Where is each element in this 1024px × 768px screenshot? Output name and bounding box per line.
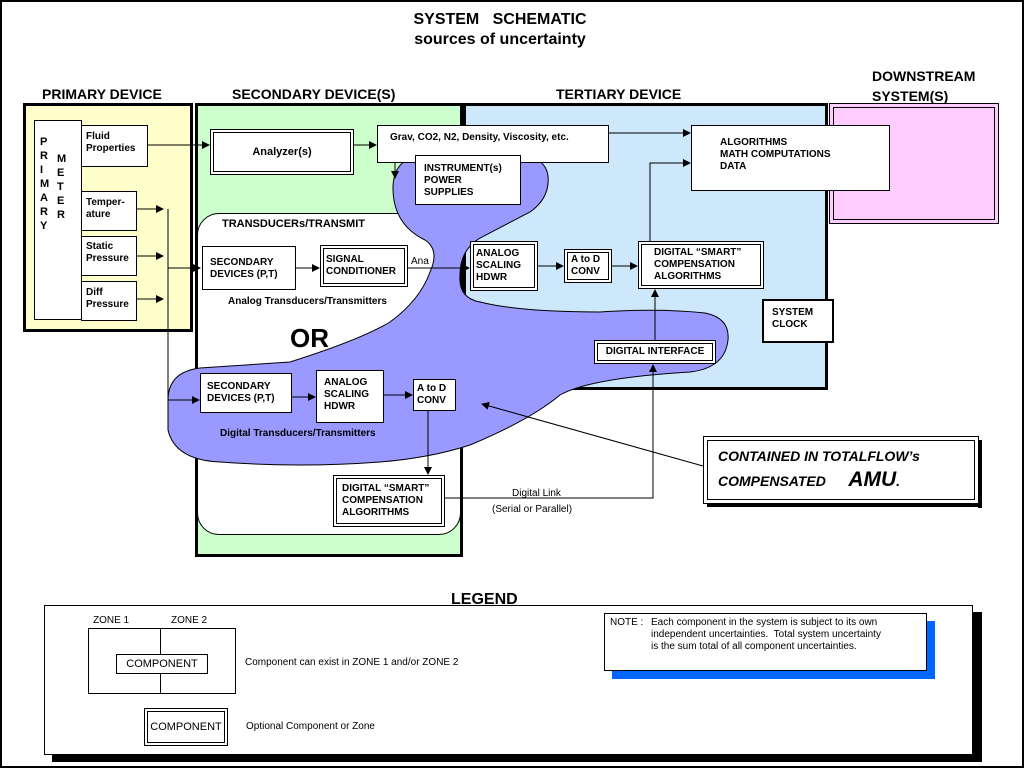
legend-shadow-right (972, 612, 982, 762)
temperature-box[interactable]: Temper- ature (81, 191, 137, 231)
legend-zone1-label: ZONE 1 (93, 615, 130, 626)
analog-scaling-tertiary[interactable]: ANALOG SCALING HDWR (470, 241, 538, 291)
or-label: OR (290, 323, 329, 353)
smart-compensation-secondary-label: DIGITAL “SMART” COMPENSATION ALGORITHMS (336, 478, 442, 524)
totalflow-line1: CONTAINED IN TOTALFLOW’s (718, 448, 920, 464)
legend-component-desc: Component can exist in ZONE 1 and/or ZON… (245, 657, 459, 668)
diff-pressure-box[interactable]: Diff Pressure (81, 281, 137, 321)
secondary-devices-digital[interactable]: SECONDARY DEVICES (P,T) (200, 373, 292, 413)
system-clock-label: SYSTEM CLOCK (772, 307, 814, 330)
analog-scaling-tertiary-label: ANALOG SCALING HDWR (473, 244, 535, 288)
static-pressure-box[interactable]: Static Pressure (81, 236, 137, 276)
instrument-power-box[interactable]: INSTRUMENT(s) POWER SUPPLIES (415, 155, 521, 205)
a-to-d-tertiary[interactable]: A to D CONV (564, 249, 612, 283)
legend-zone2-label: ZONE 2 (171, 615, 208, 626)
totalflow-period: . (896, 473, 901, 489)
smart-compensation-secondary[interactable]: DIGITAL “SMART” COMPENSATION ALGORITHMS (333, 475, 445, 527)
primary-meter-col2: M E T E R (57, 153, 67, 221)
digital-link-label: Digital Link (512, 488, 561, 499)
title-line1: SYSTEM SCHEMATIC (413, 11, 587, 28)
transducers-title: TRANSDUCERs/TRANSMIT (222, 218, 365, 230)
signal-conditioner-box[interactable]: SIGNAL CONDITIONER (320, 245, 408, 287)
totalflow-line2a: COMPENSATED (718, 473, 826, 489)
note-box: NOTE : Each component in the system is s… (604, 613, 927, 671)
smart-compensation-tertiary-label: DIGITAL “SMART” COMPENSATION ALGORITHMS (641, 244, 761, 286)
fluid-properties-box[interactable]: Fluid Properties (81, 125, 148, 167)
totalflow-shadow-bottom (707, 503, 982, 507)
title-line2: sources of uncertainty (414, 31, 586, 48)
digital-caption: Digital Transducers/Transmitters (220, 428, 376, 439)
a-to-d-digital[interactable]: A to D CONV (413, 379, 456, 411)
digital-interface-label: DIGITAL INTERFACE (597, 343, 713, 361)
analog-caption: Analog Transducers/Transmitters (228, 296, 387, 307)
digital-interface-box[interactable]: DIGITAL INTERFACE (594, 340, 716, 364)
totalflow-callout: CONTAINED IN TOTALFLOW’s COMPENSATED AMU… (703, 436, 979, 504)
totalflow-amu: AMU (848, 468, 897, 491)
legend-shadow-bottom (52, 752, 982, 762)
tertiary-device-label: TERTIARY DEVICE (556, 86, 682, 102)
secondary-device-label: SECONDARY DEVICE(S) (232, 86, 396, 102)
downstream-label: DOWNSTREAM SYSTEM(S) (872, 68, 976, 104)
legend-optional-box: COMPONENT (144, 708, 228, 746)
algorithms-box[interactable]: ALGORITHMS MATH COMPUTATIONS DATA (691, 125, 890, 191)
signal-conditioner-label: SIGNAL CONDITIONER (323, 248, 405, 284)
analog-scaling-digital[interactable]: ANALOG SCALING HDWR (316, 370, 384, 423)
digital-link-sub: (Serial or Parallel) (492, 504, 573, 515)
analyzer-box[interactable]: Analyzer(s) (210, 129, 354, 175)
note-label: NOTE : (610, 617, 644, 628)
analyzer-label: Analyzer(s) (213, 132, 351, 172)
legend-optional-label: COMPONENT (147, 711, 225, 743)
secondary-devices-analog[interactable]: SECONDARY DEVICES (P,T) (202, 246, 296, 290)
legend-optional-desc: Optional Component or Zone (246, 721, 375, 732)
totalflow-shadow (978, 440, 982, 508)
analog-partial-label: Ana (411, 256, 429, 267)
legend-component-box: COMPONENT (116, 654, 208, 674)
note-text: Each component in the system is subject … (651, 617, 881, 652)
primary-meter-col1: P R I M A R Y (40, 136, 50, 232)
system-clock-box[interactable]: SYSTEM CLOCK (762, 299, 834, 343)
a-to-d-tertiary-label: A to D CONV (567, 252, 609, 280)
smart-compensation-tertiary[interactable]: DIGITAL “SMART” COMPENSATION ALGORITHMS (638, 241, 764, 289)
primary-device-label: PRIMARY DEVICE (42, 86, 162, 102)
legend-title: LEGEND (451, 591, 518, 608)
